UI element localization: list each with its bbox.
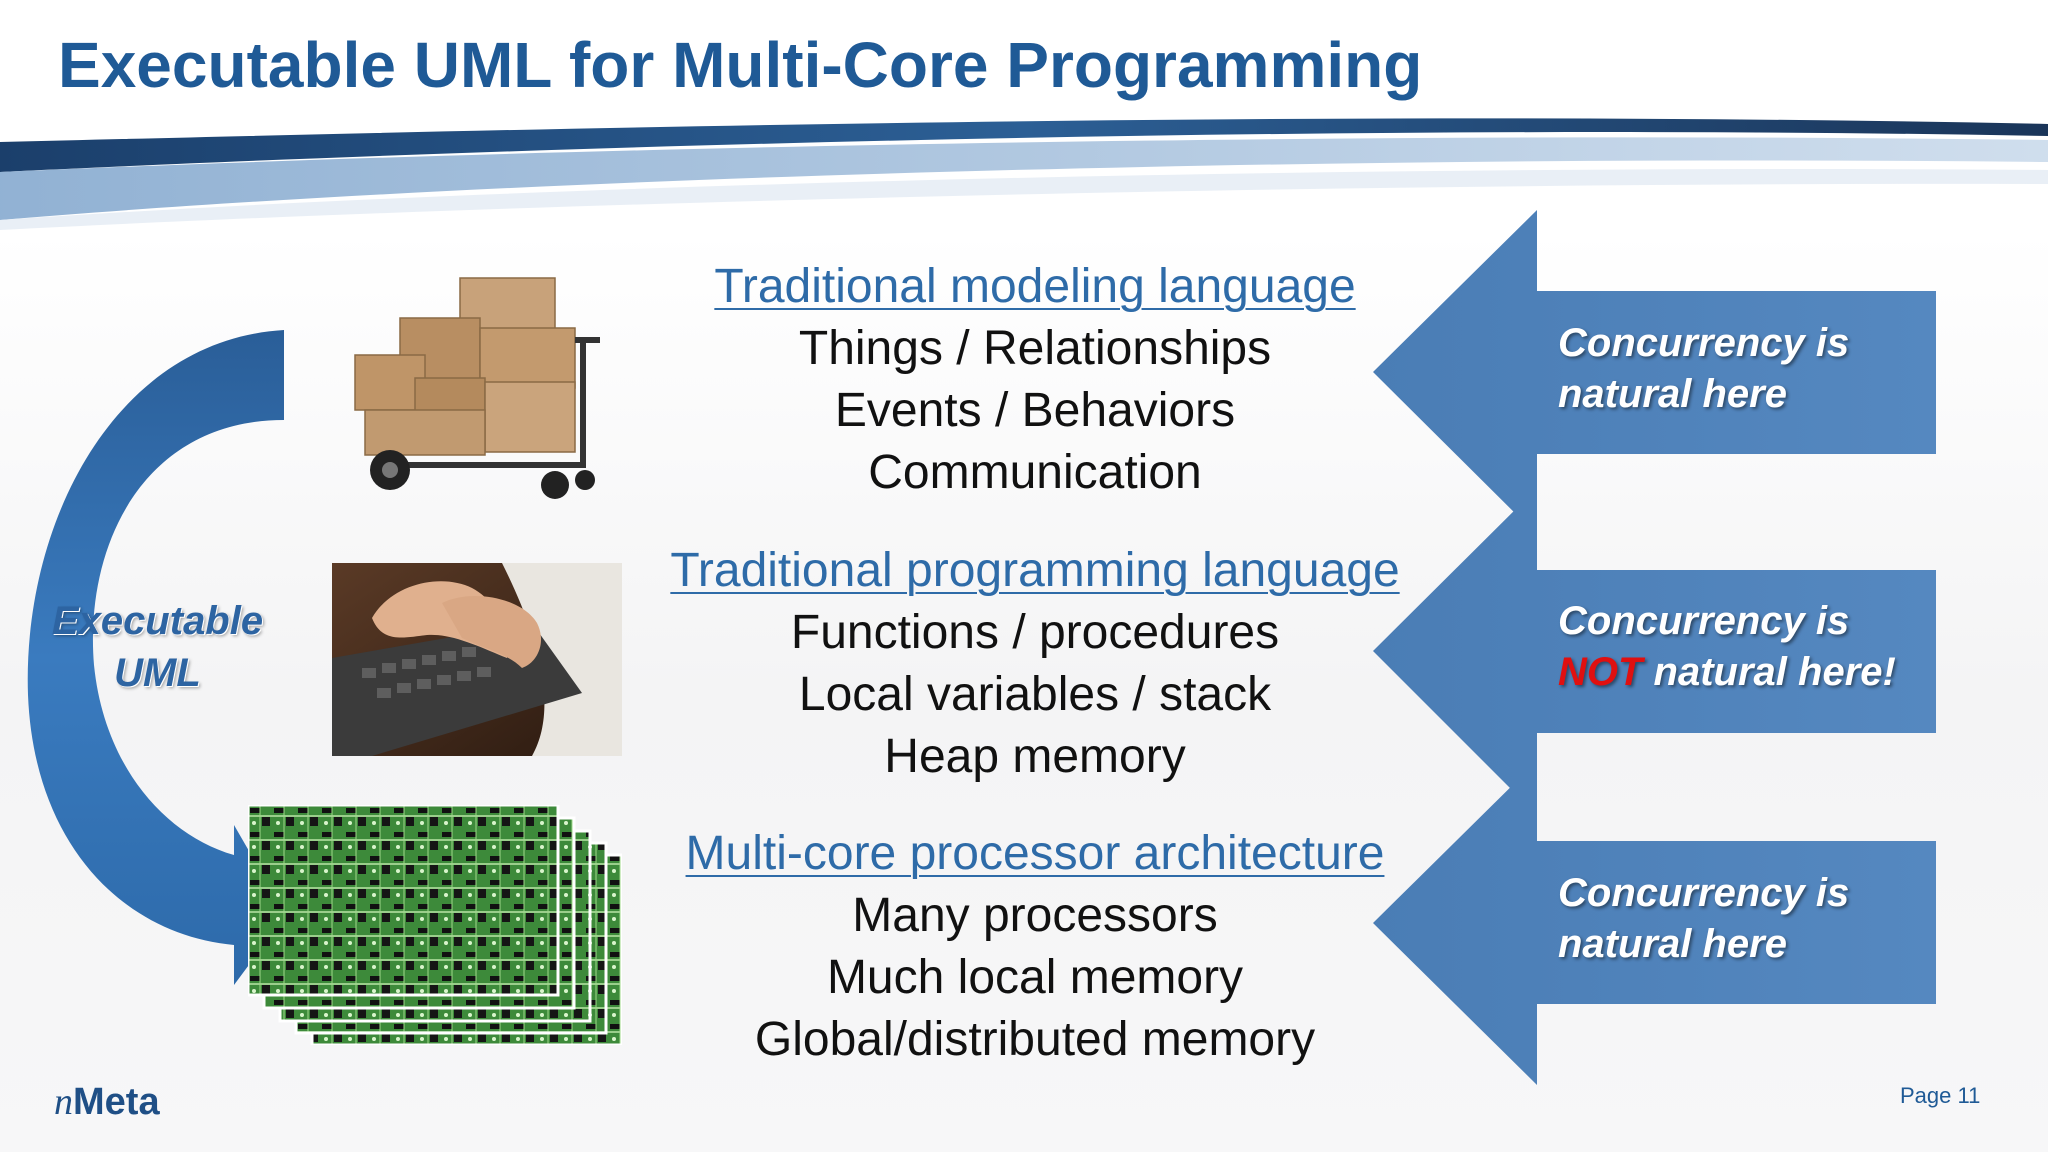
section-line: Much local memory	[826, 951, 1244, 1004]
header-swoosh	[0, 118, 2048, 230]
slide-title: Executable UML for Multi-Core Programmin…	[58, 29, 1423, 101]
arrow-shape-1	[1373, 210, 1936, 535]
section-line: Communication	[868, 446, 1202, 499]
section-line: Many processors	[852, 889, 1218, 942]
arrow-label-1: Concurrency is natural here	[1558, 321, 1850, 416]
arrow-label-3: Concurrency is natural here	[1558, 871, 1850, 966]
stacked-circuit-boards-image	[248, 805, 622, 1045]
section-line: Events / Behaviors	[834, 384, 1236, 437]
curved-arrow-icon	[27, 330, 287, 985]
section-programming-language: Traditional programming language Functio…	[585, 540, 1485, 788]
section-line: Functions / procedures	[790, 606, 1280, 659]
section-multicore-architecture: Multi-core processor architecture Many p…	[585, 823, 1485, 1071]
arrow-label-2: Concurrency is NOT natural here!	[1558, 599, 1896, 694]
nmeta-logo: nMeta	[54, 1081, 160, 1123]
boxes-on-cart-image	[354, 277, 600, 499]
section-modeling-language: Traditional modeling language Things / R…	[585, 256, 1485, 504]
arrow-shape-3	[1373, 761, 1936, 1085]
section-line: Global/distributed memory	[754, 1013, 1316, 1066]
heading-traditional-programming-language[interactable]: Traditional programming language	[670, 544, 1400, 597]
executable-uml-label: Executable UML	[51, 599, 264, 695]
section-line: Heap memory	[884, 730, 1186, 783]
hands-typing-keyboard-image	[332, 563, 622, 756]
not-emphasis: NOT	[1558, 650, 1643, 694]
section-line: Local variables / stack	[798, 668, 1272, 721]
left-arrows-group	[1373, 210, 1936, 1085]
arrow-shape-2	[1373, 488, 1936, 815]
page-number: Page 11	[1900, 1083, 1981, 1108]
heading-traditional-modeling-language[interactable]: Traditional modeling language	[714, 260, 1356, 313]
heading-multicore-processor-architecture[interactable]: Multi-core processor architecture	[685, 827, 1385, 880]
section-line: Things / Relationships	[798, 322, 1272, 375]
